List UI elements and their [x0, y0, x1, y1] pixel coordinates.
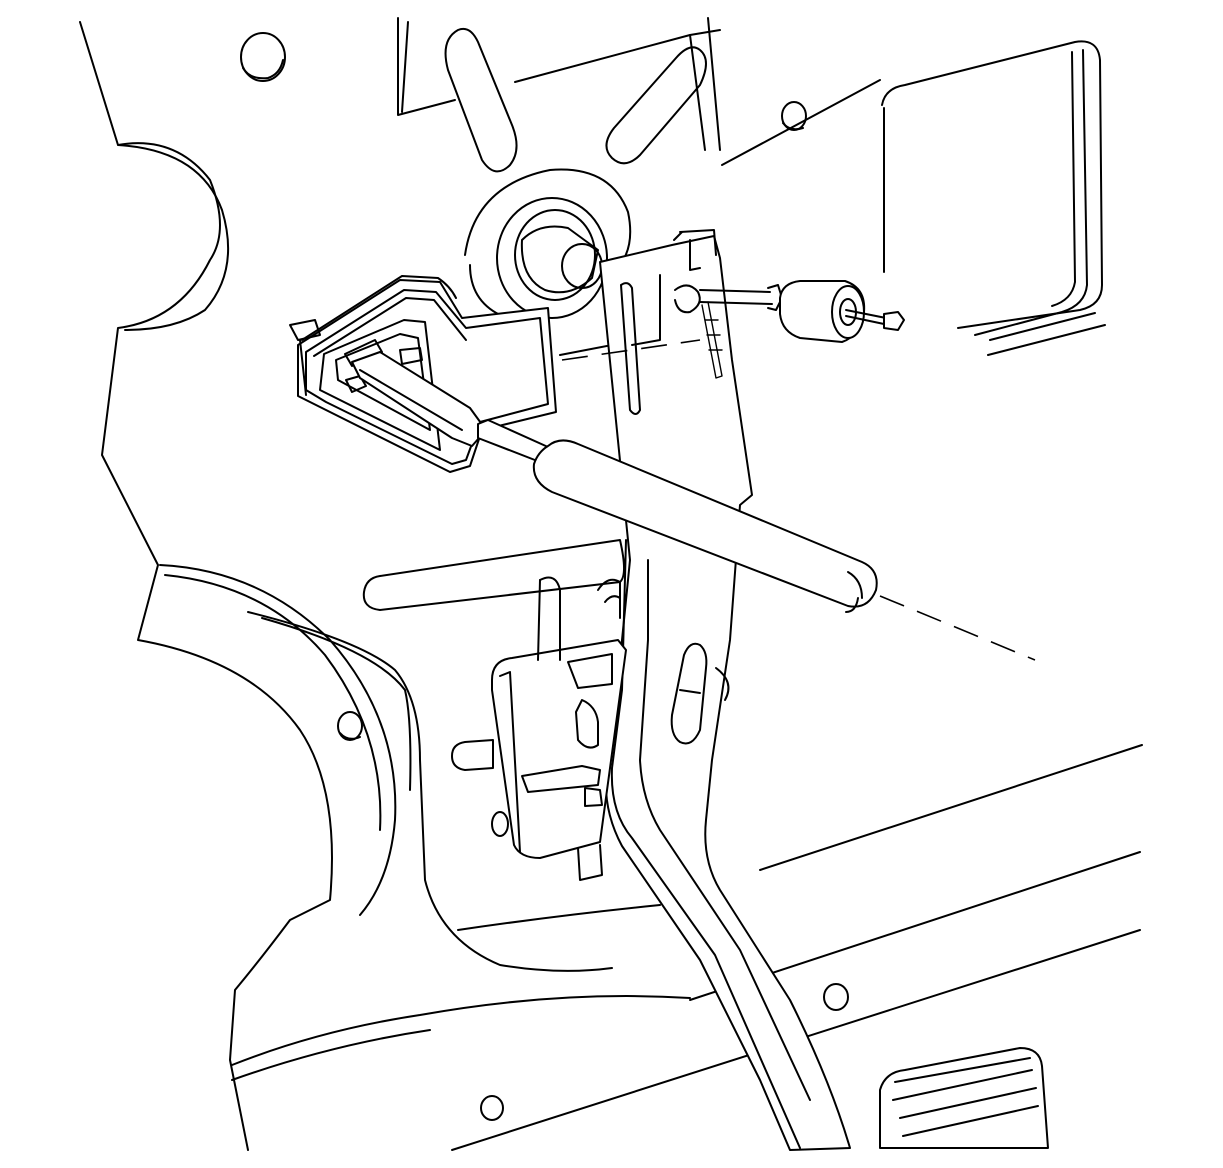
access-panel	[881, 40, 1106, 356]
panel-slots	[362, 27, 707, 771]
pushrod-cable	[561, 280, 905, 379]
pedal-arm	[599, 229, 851, 1151]
screwdriver-tool	[351, 351, 1036, 661]
mounting-holes	[240, 32, 849, 1121]
pedal-pad	[879, 1047, 1049, 1149]
firewall-grommet	[464, 168, 632, 319]
pedal-switch-bracket	[491, 576, 627, 881]
